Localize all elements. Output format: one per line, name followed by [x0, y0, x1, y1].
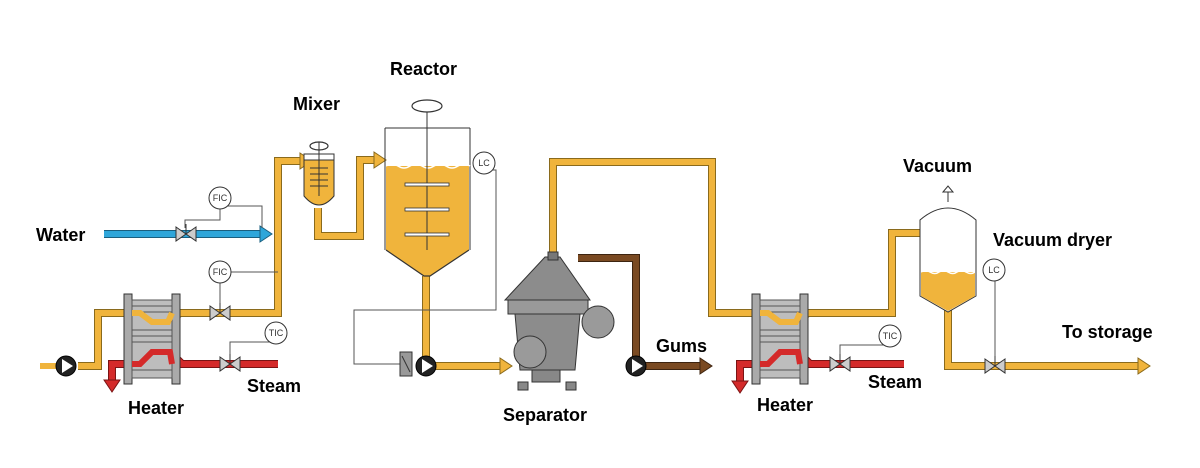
steam-valve-right-icon: [829, 354, 851, 372]
fic-water-bubble: FIC: [208, 186, 232, 210]
to-storage-label: To storage: [1062, 322, 1153, 342]
feed-valve-icon: [209, 303, 231, 321]
separator-icon: [503, 251, 615, 391]
water-valve-icon: [175, 224, 197, 242]
vacuum-dryer-icon: [919, 185, 977, 313]
heater-left-label: Heater: [128, 398, 184, 418]
svg-text:LC: LC: [988, 265, 1000, 275]
svg-text:TIC: TIC: [883, 331, 898, 341]
svg-text:TIC: TIC: [269, 328, 284, 338]
vacuum-dryer-label: Vacuum dryer: [993, 230, 1112, 250]
heater-right-icon: [751, 293, 809, 385]
gums-pump-icon: [625, 355, 647, 377]
svg-text:LC: LC: [478, 158, 490, 168]
steam-valve-left-icon: [219, 354, 241, 372]
separator-label: Separator: [503, 405, 587, 425]
mixer-label: Mixer: [293, 94, 340, 114]
tic-left-bubble: TIC: [264, 321, 288, 345]
steam-right-label: Steam: [868, 372, 922, 392]
gums-pipe: [578, 254, 713, 375]
svg-text:FIC: FIC: [213, 193, 228, 203]
lc-dryer-bubble: LC: [982, 258, 1006, 282]
separator-feed-pump-icon: [399, 351, 437, 377]
heater-right-label: Heater: [757, 395, 813, 415]
water-label: Water: [36, 225, 85, 245]
lc-reactor-bubble: LC: [472, 151, 496, 175]
feed-pump-icon: [55, 355, 77, 377]
fic-feed-bubble: FIC: [208, 260, 232, 284]
reactor-icon: [384, 99, 471, 277]
steam-left-label: Steam: [247, 376, 301, 396]
heater-left-icon: [123, 293, 181, 385]
vacuum-label: Vacuum: [903, 156, 972, 176]
storage-valve-icon: [984, 356, 1006, 374]
tic-right-bubble: TIC: [878, 324, 902, 348]
svg-text:FIC: FIC: [213, 267, 228, 277]
reactor-label: Reactor: [390, 59, 457, 79]
mixer-icon: [303, 141, 335, 206]
gums-label: Gums: [656, 336, 707, 356]
signal-lines: [184, 169, 996, 365]
